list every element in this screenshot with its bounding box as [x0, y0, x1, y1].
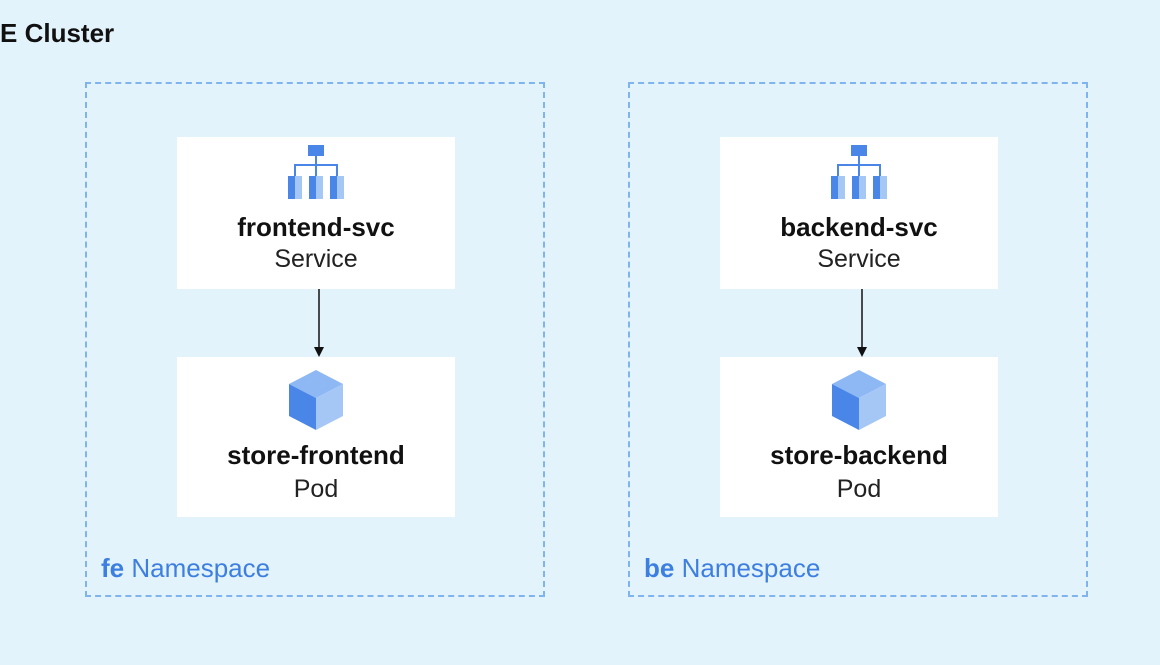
service-network-icon	[288, 145, 344, 199]
pod-cube-icon	[289, 370, 343, 430]
pod-cube-icon	[832, 370, 886, 430]
pod-name: store-frontend	[227, 440, 405, 470]
namespace-label: be Namespace	[644, 553, 820, 584]
pod-card-backend[interactable]: store-backend Pod	[720, 357, 998, 517]
arrow-service-to-pod	[314, 289, 324, 357]
namespace-fe: frontend-svc Service store-frontend Pod …	[85, 82, 545, 597]
namespace-label-text: Namespace	[681, 553, 821, 583]
cluster-title: E Cluster	[0, 18, 115, 48]
service-card-frontend[interactable]: frontend-svc Service	[177, 137, 455, 289]
pod-name: store-backend	[770, 440, 948, 470]
service-kind: Service	[817, 245, 901, 273]
pod-card-frontend[interactable]: store-frontend Pod	[177, 357, 455, 517]
service-network-icon	[831, 145, 887, 199]
pod-kind: Pod	[836, 475, 882, 503]
service-card-backend[interactable]: backend-svc Service	[720, 137, 998, 289]
namespace-key: fe	[101, 553, 125, 583]
namespace-key: be	[644, 553, 675, 583]
namespace-label-text: Namespace	[131, 553, 271, 583]
pod-kind: Pod	[293, 475, 339, 503]
namespace-be: backend-svc Service store-backend Pod be…	[628, 82, 1088, 597]
service-name: frontend-svc	[237, 212, 395, 242]
arrow-service-to-pod	[857, 289, 867, 357]
service-name: backend-svc	[780, 212, 938, 242]
namespace-label: fe Namespace	[101, 553, 270, 584]
service-kind: Service	[274, 245, 358, 273]
